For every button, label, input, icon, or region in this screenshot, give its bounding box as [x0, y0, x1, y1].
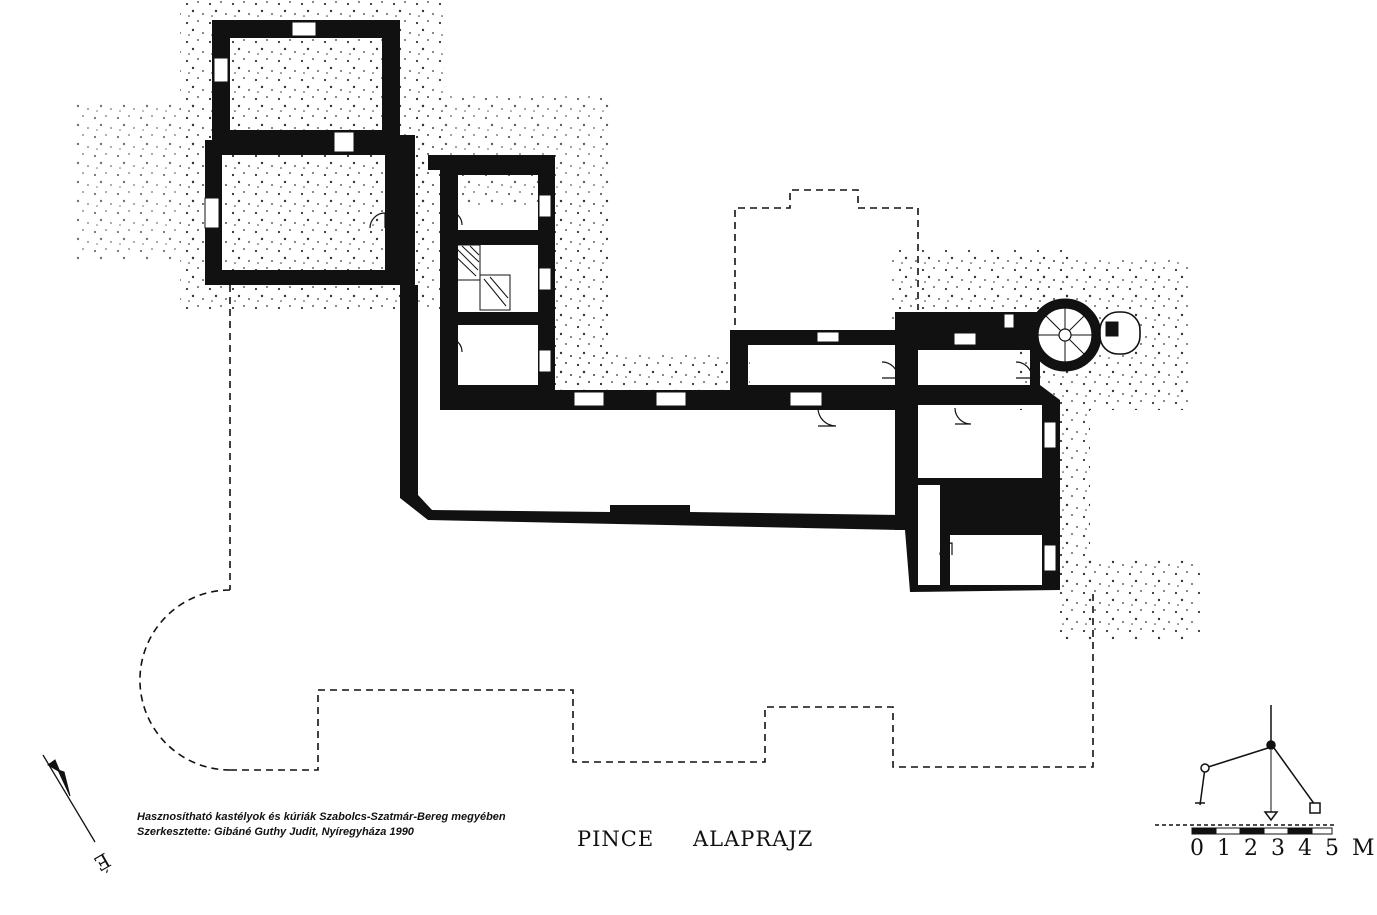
source-credit-title: Hasznosítható kastélyok és kúriák Szabol…	[137, 811, 506, 823]
basement-walls	[205, 20, 1060, 592]
scale-bar-label: 0 1 2 3 4 5 M	[1190, 836, 1377, 861]
door-swings	[369, 210, 1033, 556]
dashed-building-outline	[139, 189, 1094, 771]
surveying-instrument-icon	[1195, 705, 1321, 822]
plan-title-word2: ALAPRAJZ	[693, 827, 814, 851]
source-credit-editor: Szerkesztette: Gibáné Guthy Judit, Nyíre…	[137, 826, 414, 838]
north-arrow	[42, 754, 96, 843]
wall-openings	[204, 21, 1057, 572]
scale-bar	[1155, 824, 1335, 835]
spiral-stair-tower	[1028, 298, 1141, 372]
soil-stippling	[75, 0, 1200, 640]
plan-title-word1: PINCE	[577, 827, 655, 851]
staircase	[444, 244, 511, 311]
